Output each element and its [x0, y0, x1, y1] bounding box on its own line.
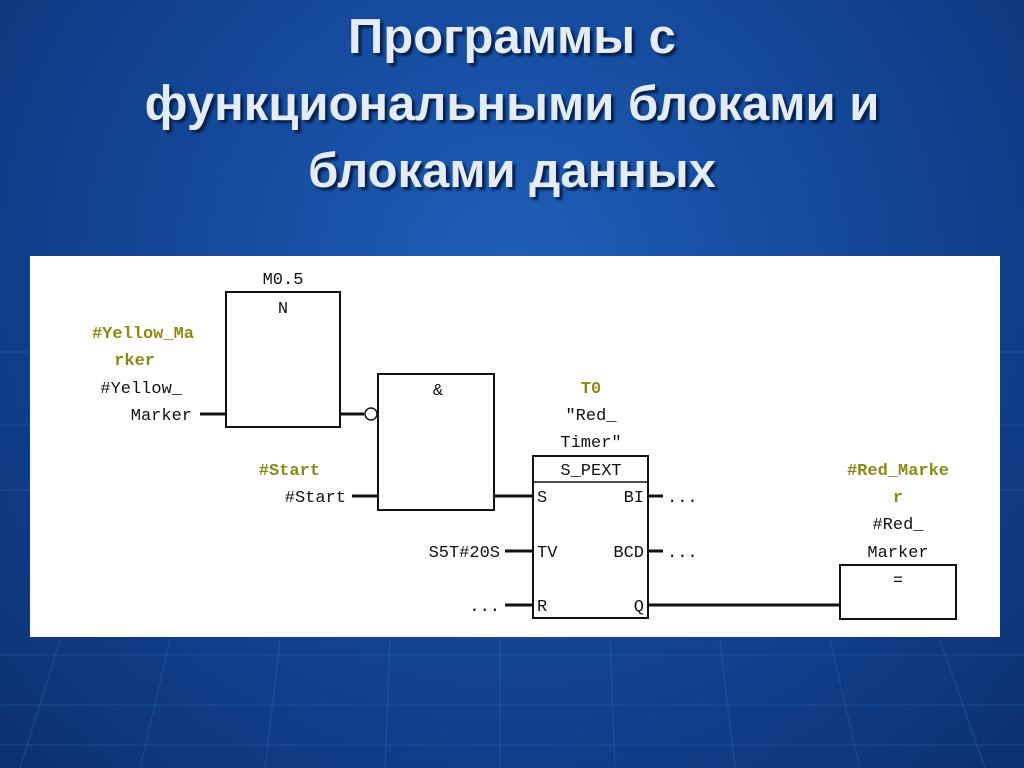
yellow-marker-param-line2: Marker — [131, 407, 192, 426]
timer-tv-value: S5T#20S — [429, 544, 500, 563]
timer-bcd-value: ... — [667, 544, 698, 563]
title-line-3: блоками данных — [308, 144, 716, 198]
timer-pin-bi: BI — [624, 489, 644, 508]
title-line-1: Программы с — [348, 10, 676, 64]
yellow-marker-symbol-line1: #Yellow_Ma — [92, 325, 194, 344]
red-marker-param-line1: #Red_ — [872, 516, 924, 535]
yellow-marker-param-line1: #Yellow_ — [100, 380, 182, 399]
timer-pin-s: S — [537, 489, 547, 508]
red-marker-param-line2: Marker — [867, 544, 928, 563]
timer-pin-q: Q — [634, 598, 644, 617]
timer-r-value: ... — [469, 598, 500, 617]
neg-edge-label: N — [278, 300, 288, 319]
timer-block — [532, 455, 649, 619]
timer-type: S_PEXT — [560, 462, 621, 481]
fbd-diagram: #Yellow_Ma rker #Yellow_ Marker M0.5 N &… — [92, 271, 957, 620]
negation-circle — [364, 407, 378, 421]
fbd-diagram-panel: #Yellow_Ma rker #Yellow_ Marker M0.5 N &… — [30, 256, 1000, 637]
timer-bi-value: ... — [667, 489, 698, 508]
title-line-2: функциональными блоками и — [144, 77, 880, 131]
timer-pin-r: R — [537, 598, 547, 617]
neg-edge-block — [225, 291, 341, 428]
slide-title: Программы с функциональными блоками и бл… — [0, 4, 1024, 205]
timer-pin-bcd: BCD — [613, 544, 644, 563]
timer-name-line1: "Red_ — [565, 407, 617, 426]
red-marker-symbol-line1: #Red_Marke — [847, 462, 949, 481]
and-label: & — [433, 382, 443, 401]
start-param: #Start — [285, 489, 346, 508]
and-block — [377, 373, 495, 511]
yellow-marker-symbol-line2: rker — [114, 352, 155, 371]
start-symbol: #Start — [259, 462, 320, 481]
timer-address: T0 — [581, 380, 601, 399]
timer-pin-tv: TV — [537, 544, 558, 563]
neg-edge-address: M0.5 — [263, 271, 304, 290]
output-coil — [839, 564, 957, 620]
timer-name-line2: Timer" — [560, 434, 621, 453]
red-marker-symbol-line2: r — [893, 489, 903, 508]
coil-label: = — [893, 572, 903, 591]
